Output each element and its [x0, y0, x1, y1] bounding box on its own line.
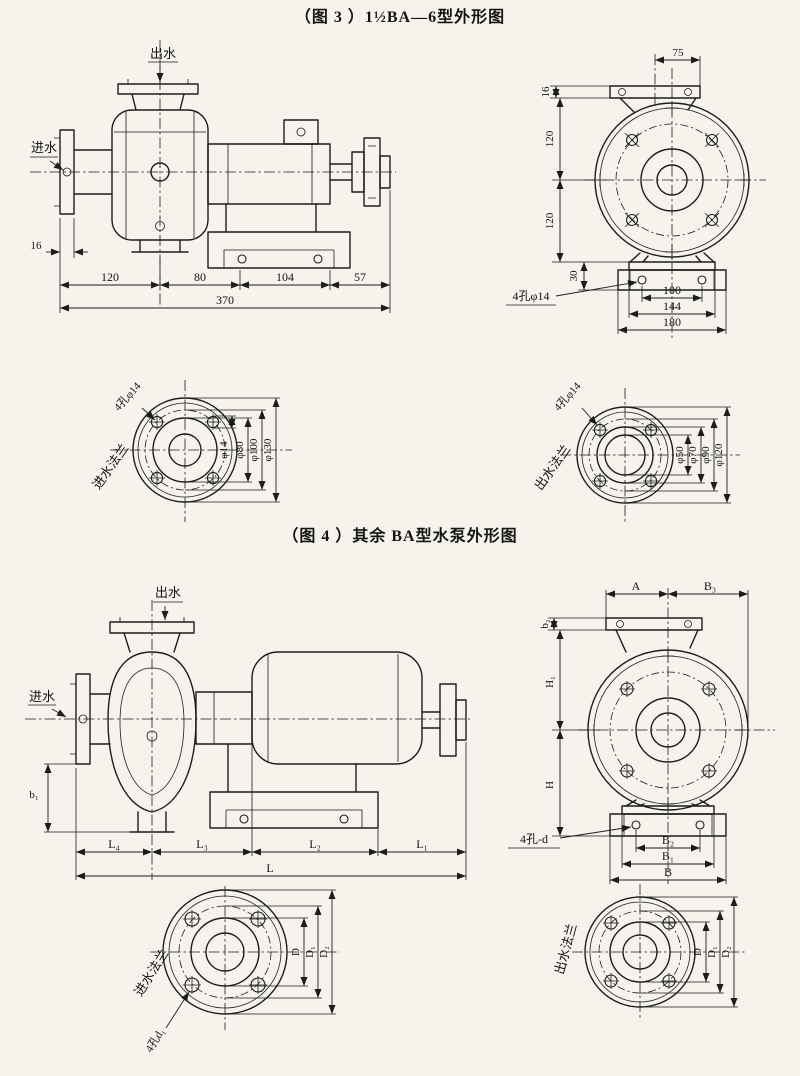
fig3-front-dim-144: 144 [663, 299, 681, 313]
fig3-side-shaft-coupling [329, 137, 391, 207]
fig3-outlet-holes-label: 4孔φ14 [551, 379, 584, 413]
fig4-front-dim-H1: H₁ [544, 676, 556, 688]
fig4-side-outlet-flange [109, 617, 195, 653]
fig4-front-dim-A: A [632, 579, 641, 593]
fig3-dim-80: 80 [194, 270, 206, 284]
fig3-side-inlet-flange [54, 129, 113, 215]
fig4-dim-L1: L₁ [416, 837, 428, 851]
fig3-side-base [207, 203, 351, 269]
fig3-outlet-dim-d90: φ90 [700, 446, 712, 464]
fig3-inlet-holes-label: 4孔φ14 [111, 379, 144, 413]
fig3-inlet-flange-name: 进水法兰 [89, 441, 131, 492]
fig3-inlet-dim-d130: φ130 [262, 438, 274, 461]
fig4-side-pump-casing [107, 651, 197, 833]
fig4-front-dimensions: A B₃ b₂ H₁ H B₂ B₁ B 4孔-d [508, 579, 749, 884]
fig4-outlet-dim-D2: D₂ [720, 946, 732, 958]
fig3-front-dimensions: 75 16 120 120 30 100 144 180 4孔φ14 [506, 47, 727, 334]
fig3-front-dim-120-lower: 120 [544, 212, 556, 229]
fig3-front-dim-120-upper: 120 [544, 130, 556, 147]
fig4-side-view: 出水 进水 [25, 585, 470, 880]
fig4-front-dim-B2: B₂ [662, 833, 674, 847]
fig3-side-outlet-label: 出水 [150, 46, 176, 61]
fig4-side-base [209, 743, 379, 829]
fig4-side-outlet-label: 出水 [155, 585, 181, 600]
fig4-dim-L3: L₃ [196, 837, 208, 851]
fig4-dim-b1: b₁ [29, 789, 39, 801]
fig3-front-outlet-flange [609, 85, 701, 113]
fig4-front-dim-B1: B₁ [662, 849, 674, 863]
fig3-front-dim-100: 100 [663, 283, 681, 297]
fig3-inlet-flange-drawing: φ14 φ80 φ100 φ130 4孔φ14 进水法兰 [89, 379, 292, 522]
fig4-side-inlet-flange [70, 673, 111, 765]
fig3-front-dim-75: 75 [673, 47, 685, 59]
fig3-side-outlet-flange [117, 79, 199, 111]
fig3-outlet-flange-name: 出水法兰 [531, 442, 573, 493]
fig4-inlet-dim-D1: D₁ [304, 946, 316, 958]
fig3-side-bearing-frame [207, 119, 331, 205]
figure3-title: （图 3 ）1½BA—6型外形图 [295, 7, 505, 26]
fig4-front-dim-B: B [664, 865, 672, 879]
fig4-front-base [609, 799, 727, 837]
fig3-inlet-dim-d80: φ80 [234, 441, 246, 459]
fig4-inlet-holes-label: 4孔d₁ [143, 1026, 168, 1055]
fig4-side-shaft-coupling [421, 683, 467, 757]
fig3-front-dim-180: 180 [663, 315, 681, 329]
fig4-inlet-flange-name: 进水法兰 [131, 947, 171, 999]
fig3-dim-16: 16 [31, 240, 43, 252]
fig3-front-dim-30: 30 [568, 270, 580, 282]
fig4-inlet-flange-dimensions: D D₁ D₂ [225, 889, 336, 1015]
fig4-outlet-dim-D1: D₁ [706, 946, 718, 958]
fig3-outlet-dim-d50: φ50 [674, 446, 686, 464]
fig4-outlet-dim-D: D [692, 948, 704, 956]
fig3-outlet-dim-d70: φ70 [687, 446, 699, 464]
fig3-inlet-flange-bolt-holes [149, 414, 221, 486]
fig3-front-dim-16: 16 [540, 86, 552, 98]
fig4-inlet-flange-drawing: D D₁ D₂ 进水法兰 4孔d₁ [131, 886, 340, 1055]
fig3-side-dimensions: 16 120 80 104 57 370 [31, 190, 391, 313]
fig3-dim-370: 370 [216, 293, 234, 307]
fig3-outlet-flange-bolt-holes [592, 422, 659, 489]
fig4-front-outlet-flange [605, 617, 703, 653]
fig3-dim-120: 120 [101, 270, 119, 284]
fig4-front-dim-B3: B₃ [704, 579, 716, 593]
fig3-outlet-dim-d120: φ120 [713, 443, 725, 466]
figure4-title: （图 4 ）其余 BA型水泵外形图 [282, 526, 517, 545]
fig4-side-inlet-arrow [51, 708, 67, 718]
fig4-outlet-flange-dimensions: D D₁ D₂ [640, 896, 738, 1008]
fig3-inlet-dim-d100: φ100 [248, 438, 260, 461]
fig4-front-dim-H: H [544, 781, 556, 789]
fig4-outlet-flange-bolt-holes [603, 915, 677, 989]
fig4-inlet-dim-D: D [290, 948, 302, 956]
fig4-inlet-dim-D2: D₂ [318, 946, 330, 958]
fig3-dim-57: 57 [354, 270, 366, 284]
fig4-outlet-flange-name: 出水法兰 [552, 922, 580, 976]
fig3-outlet-flange-dimensions: φ50 φ70 φ90 φ120 [625, 406, 731, 504]
fig4-side-bearing-housing [251, 651, 423, 765]
fig4-dim-L4: L₄ [108, 837, 120, 851]
fig4-front-view: A B₃ b₂ H₁ H B₂ B₁ B 4孔-d [508, 579, 775, 884]
fig4-inlet-flange-bolt-holes [183, 910, 267, 994]
fig4-side-bearing-bracket [195, 691, 253, 745]
fig3-side-inlet-label: 进水 [31, 140, 57, 155]
fig4-dim-L: L [266, 861, 273, 875]
fig4-outlet-flange-drawing: D D₁ D₂ 出水法兰 [552, 884, 745, 1020]
fig3-inlet-dim-d14: φ14 [218, 441, 230, 459]
fig3-side-view: 出水 进水 [30, 40, 396, 313]
fig4-side-dimensions: b₁ L₄ L₃ L₂ L₁ L [29, 742, 467, 880]
fig3-front-casing-circles [593, 101, 751, 259]
fig3-side-inlet-arrow [49, 160, 64, 171]
fig3-dim-104: 104 [276, 270, 294, 284]
fig4-dim-L2: L₂ [309, 837, 321, 851]
fig4-front-dim-b2: b₂ [539, 619, 551, 629]
fig3-front-view: 75 16 120 120 30 100 144 180 4孔φ14 [506, 47, 766, 338]
fig3-outlet-flange-drawing: φ50 φ70 φ90 φ120 4孔φ14 出水法兰 [531, 379, 740, 522]
fig4-side-inlet-label: 进水 [29, 689, 55, 704]
fig3-front-holes-label: 4孔φ14 [513, 289, 550, 303]
fig3-inlet-flange-dimensions: φ14 φ80 φ100 φ130 [185, 397, 280, 503]
fig3-side-pump-casing [111, 109, 209, 253]
fig4-front-holes-label: 4孔-d [520, 832, 548, 846]
